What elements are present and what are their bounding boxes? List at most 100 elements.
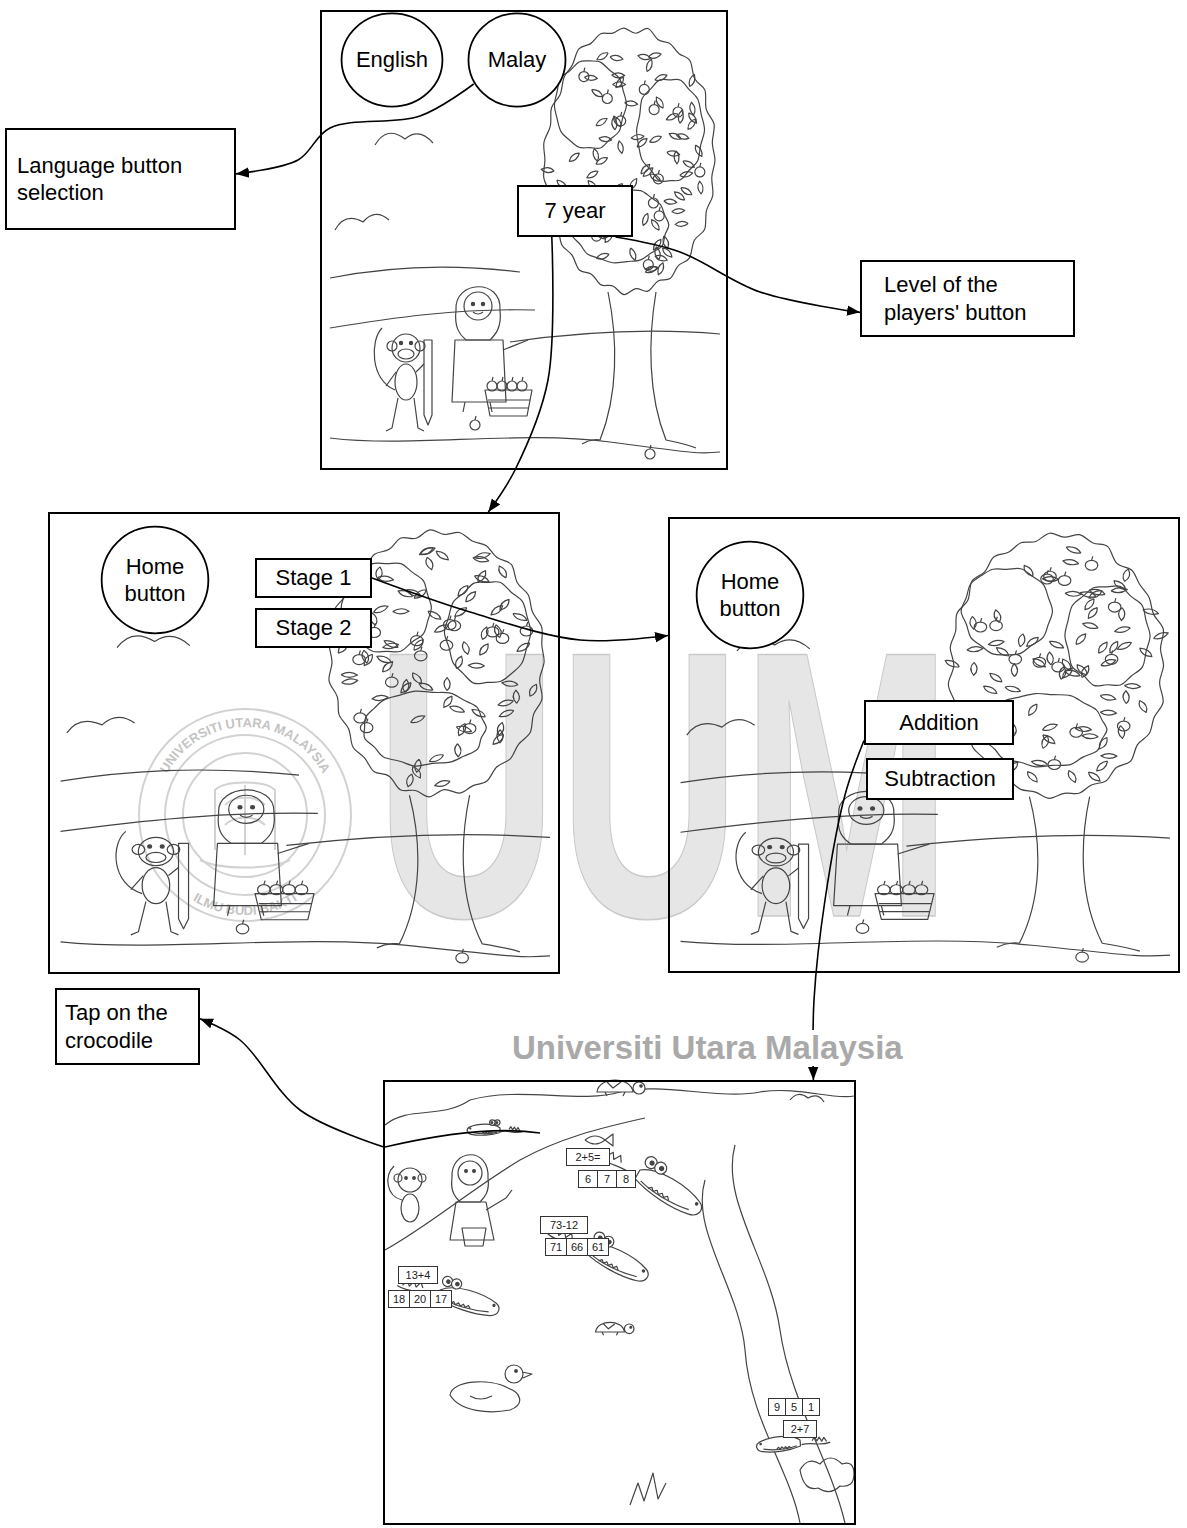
- croc-mouth: [639, 1181, 689, 1212]
- text-wrap: English: [352, 46, 431, 74]
- leaf: [1096, 641, 1110, 655]
- croc-mouth: [763, 1446, 797, 1451]
- tree-trunk: [582, 292, 696, 448]
- leaf: [424, 557, 435, 571]
- monkey-muzzle: [398, 349, 414, 359]
- leaf: [527, 683, 539, 697]
- croc-nostril: [642, 1269, 645, 1272]
- leaf: [541, 167, 554, 173]
- node-label: English: [352, 46, 431, 74]
- apple: [470, 416, 480, 430]
- eye: [413, 1177, 416, 1180]
- girl-hijab: [452, 1155, 489, 1202]
- croc-nostril: [493, 1304, 495, 1306]
- watermark-text: Universiti Utara Malaysia: [508, 1030, 907, 1066]
- grass: [630, 1473, 666, 1505]
- leaf: [341, 672, 357, 677]
- apple: [486, 623, 499, 637]
- leaf: [434, 779, 451, 788]
- answer-card: 61: [587, 1238, 609, 1256]
- croc-nostril: [470, 1128, 471, 1129]
- oval-outline: [695, 540, 805, 650]
- text-wrap: Stage 2: [257, 612, 370, 644]
- text-wrap: Level of the players' button: [862, 267, 1073, 330]
- operation-button: Addition: [864, 700, 1014, 745]
- girl-face: [464, 292, 492, 320]
- leaf: [515, 641, 532, 653]
- cloud: [67, 717, 135, 733]
- leaf: [641, 212, 650, 226]
- answer-card: 8: [616, 1170, 636, 1188]
- pencil: [179, 843, 189, 928]
- seal-text: UNIVERSITI UTARA MALAYSIA: [157, 715, 334, 776]
- eye: [148, 845, 152, 848]
- leaf: [994, 646, 1010, 658]
- node-label: Stage 2: [265, 614, 362, 642]
- monkey-tail: [116, 831, 142, 893]
- leaf: [624, 100, 638, 107]
- leaf: [1024, 636, 1040, 648]
- leaf: [1066, 770, 1078, 784]
- answer-card: 13+4: [398, 1266, 438, 1284]
- apple: [639, 80, 649, 94]
- seal-ring: [139, 709, 351, 921]
- turtle-head: [633, 1082, 645, 1094]
- monkey-ear: [167, 844, 180, 854]
- text-wrap: Tap on the crocodile: [57, 995, 198, 1058]
- leaf: [1026, 703, 1040, 717]
- leaf: [675, 221, 688, 227]
- leaf: [474, 551, 491, 560]
- leaf: [636, 137, 649, 149]
- croc-snout: [632, 1163, 707, 1221]
- leaf: [1094, 760, 1109, 773]
- girl-board: [834, 844, 902, 905]
- leaf: [1118, 608, 1125, 621]
- leaf: [493, 624, 503, 638]
- monkey-ear: [752, 845, 765, 855]
- leaf: [586, 169, 600, 180]
- apple: [360, 719, 373, 733]
- leaf: [596, 252, 610, 261]
- girl-face: [849, 797, 884, 825]
- monkey-legs: [131, 902, 179, 935]
- monkey-tail: [388, 1166, 402, 1200]
- pencil: [424, 340, 432, 425]
- eye: [630, 1326, 632, 1328]
- seal-text: UNIVERSITI UTARA MALAYSIA: [157, 715, 334, 776]
- croc-pupil: [446, 1280, 450, 1284]
- leaf: [1142, 607, 1159, 616]
- crocodile: [589, 1129, 713, 1220]
- monkey-ear: [132, 844, 145, 854]
- apple: [990, 617, 1003, 631]
- node-label: Malay: [479, 46, 555, 74]
- leaf: [489, 604, 505, 617]
- leaf: [988, 639, 1005, 647]
- text-wrap: Addition: [866, 707, 1012, 739]
- apple: [673, 103, 683, 117]
- leaf: [676, 132, 690, 141]
- basket: [875, 894, 934, 920]
- apple: [878, 881, 891, 895]
- leaf: [472, 555, 489, 563]
- turtle: [596, 1322, 634, 1335]
- apple: [579, 68, 589, 82]
- leaf: [1004, 685, 1021, 694]
- text-wrap: 7 year: [519, 193, 631, 229]
- girl-face: [458, 1161, 482, 1185]
- callout-box: Level of the players' button: [860, 260, 1075, 337]
- leaf: [428, 753, 445, 764]
- apple: [385, 673, 398, 687]
- leaf: [1100, 710, 1117, 716]
- language-button: Malay: [467, 12, 567, 108]
- leaf: [1048, 639, 1065, 650]
- eye: [780, 846, 784, 849]
- monkey-arms: [751, 868, 799, 890]
- apple: [649, 101, 659, 115]
- oval-outline: [697, 542, 804, 649]
- callout-box: Tap on the crocodile: [55, 988, 200, 1065]
- oval-outline: [102, 527, 209, 634]
- leaf: [693, 144, 704, 158]
- leaf: [1101, 753, 1117, 758]
- connector-arrow: [488, 237, 553, 512]
- leaf: [1137, 700, 1149, 714]
